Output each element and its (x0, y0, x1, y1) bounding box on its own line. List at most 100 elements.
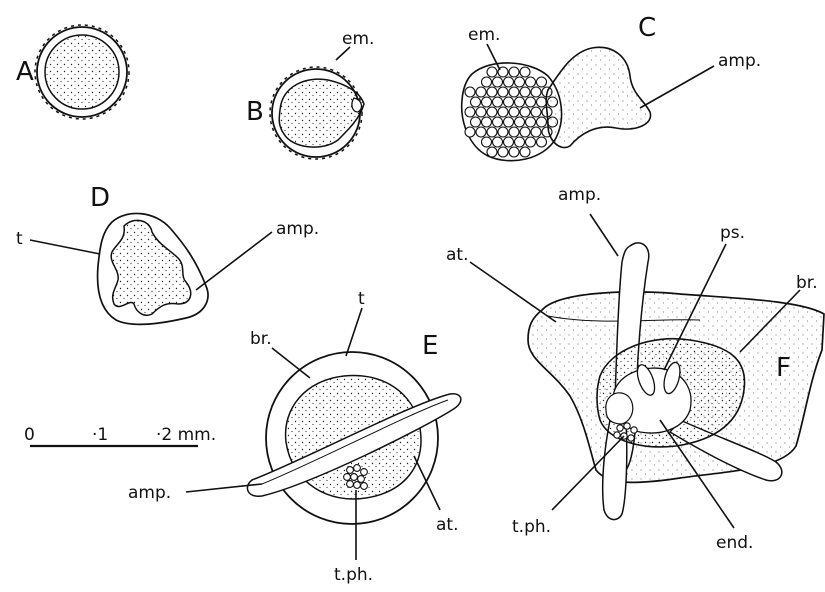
tph-cell-e (344, 474, 351, 481)
tph-cell-e (354, 482, 361, 489)
blastomere-cell (531, 127, 541, 137)
blastomere-cell (531, 107, 541, 117)
blastomere-cell (493, 77, 503, 87)
blastomere-cell (482, 97, 492, 107)
blastomere-cell (520, 127, 530, 137)
scale-bar: 0 ·1 ·2 mm. (24, 425, 216, 446)
scale-tick-2: ·2 mm. (156, 425, 216, 445)
leader-e-t (346, 308, 362, 356)
blastomere-cell (487, 127, 497, 137)
figure-c-letter: C (638, 13, 656, 43)
blastomere-cell (504, 137, 514, 147)
tph-cell-e (351, 474, 358, 481)
figure-d-letter: D (90, 183, 110, 213)
label-c-amp: amp. (718, 51, 761, 71)
figure-b: em. B (246, 29, 374, 159)
tph-cell-f (631, 427, 637, 433)
blastomere-cell (487, 87, 497, 97)
blastomere-cell (515, 117, 525, 127)
figure-d: t amp. D (16, 183, 319, 324)
blastomere-cell (498, 107, 508, 117)
blastomere-cell (498, 127, 508, 137)
ampulla-c (546, 47, 650, 147)
blastomere-cell (537, 77, 547, 87)
label-e-at: at. (436, 515, 459, 535)
leader-e-br (272, 348, 310, 378)
label-f-amp: amp. (558, 185, 601, 205)
label-f-ps: ps. (720, 223, 745, 243)
label-f-at: at. (446, 245, 469, 265)
label-c-em: em. (468, 25, 500, 45)
blastomere-cell (531, 87, 541, 97)
blastomere-cell (520, 87, 530, 97)
blastomere-cell (537, 137, 547, 147)
tph-cell-e (361, 469, 368, 476)
blastomere-cell (515, 137, 525, 147)
figure-c: amp. em. C (462, 13, 761, 161)
tph-cell-e (361, 483, 368, 490)
blastomere-cell (465, 107, 475, 117)
tph-cluster-e (344, 465, 368, 490)
blastomere-cell (504, 117, 514, 127)
blastomere-cell (509, 67, 519, 77)
label-d-t: t (16, 229, 23, 249)
blastomere-cell (476, 107, 486, 117)
figure-f-letter: F (776, 353, 791, 383)
figure-e-letter: E (422, 331, 438, 361)
blastomere-cell (520, 107, 530, 117)
label-f-tph: t.ph. (512, 517, 551, 537)
blastomere-cell (476, 127, 486, 137)
blastomere-cell (471, 97, 481, 107)
tph-cell-e (347, 481, 354, 488)
tph-cell-f (617, 425, 623, 431)
blastomere-cell (498, 147, 508, 157)
body-d (111, 220, 191, 315)
blastomere-cell (482, 137, 492, 147)
blastomere-cell (493, 117, 503, 127)
label-f-br: br. (796, 273, 818, 293)
blastomere-cell (504, 77, 514, 87)
label-d-amp: amp. (276, 219, 319, 239)
blastomere-cell (520, 147, 530, 157)
label-e-t: t (358, 289, 365, 309)
blastomere-cell (482, 77, 492, 87)
blastomere-cell (537, 97, 547, 107)
blastomere-cell (493, 97, 503, 107)
blastomere-cell (509, 147, 519, 157)
blastomere-cell (465, 127, 475, 137)
label-e-br: br. (250, 329, 272, 349)
scale-tick-1: ·1 (92, 425, 108, 445)
blastomere-cell (537, 117, 547, 127)
blastomere-cell (487, 107, 497, 117)
tph-cell-f (628, 435, 634, 441)
blastomere-cell (487, 67, 497, 77)
leader-d-amp (196, 232, 272, 290)
blastomere-cell (476, 87, 486, 97)
leader-d-t (30, 240, 100, 254)
blastomere-cell (520, 67, 530, 77)
tph-cell-f (624, 423, 630, 429)
tph-cell-e (347, 467, 354, 474)
blastomere-cell (504, 97, 514, 107)
label-e-tph: t.ph. (334, 565, 373, 585)
leader-f-amp (590, 214, 618, 256)
leader-c-amp (640, 66, 714, 108)
blastomere-cell (509, 87, 519, 97)
figure-a-letter: A (16, 57, 34, 87)
blastomere-cell (487, 147, 497, 157)
blastomere-cell (482, 117, 492, 127)
blastomere-cell (515, 97, 525, 107)
blastomere-cell (515, 77, 525, 87)
blastomere-cell (509, 127, 519, 137)
label-f-end: end. (716, 533, 753, 553)
blastomere-cell (498, 87, 508, 97)
blastomere-cell (526, 137, 536, 147)
figure-a: A (16, 25, 129, 119)
figure-f: amp. ps. at. br. t.ph. end. F (446, 185, 824, 553)
blastomere-cell (465, 87, 475, 97)
blastomere-cell (526, 97, 536, 107)
blastomere-cell (509, 107, 519, 117)
leader-f-at (470, 262, 556, 322)
